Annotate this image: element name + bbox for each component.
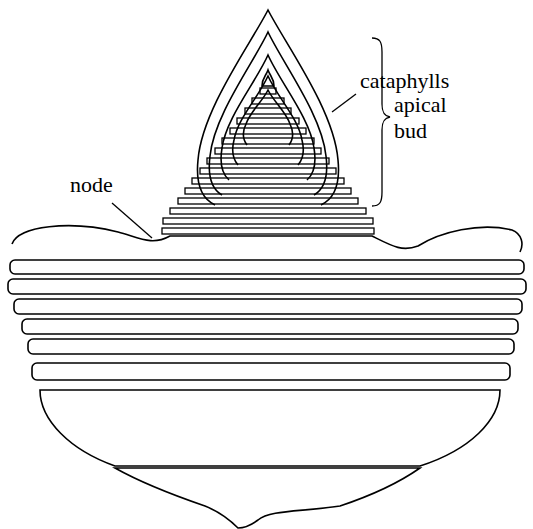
cataphyll bbox=[221, 55, 315, 180]
scale-band bbox=[8, 279, 526, 294]
scale-band bbox=[10, 260, 524, 274]
bulb-base bbox=[40, 390, 500, 466]
cataphyll bbox=[244, 90, 293, 145]
part-label: apical bud bbox=[394, 92, 464, 144]
leader-line bbox=[112, 203, 152, 238]
cataphyll bbox=[198, 10, 339, 205]
bracket bbox=[372, 38, 390, 206]
bud-plates bbox=[162, 88, 374, 234]
scale-band bbox=[28, 339, 514, 354]
leader-line bbox=[332, 94, 356, 112]
scale-band bbox=[22, 319, 518, 334]
scale-band bbox=[32, 363, 510, 380]
cataphyll bbox=[233, 76, 303, 165]
bulb-outline bbox=[12, 226, 522, 252]
cataphyll bbox=[209, 32, 326, 195]
basal-plate bbox=[115, 468, 420, 528]
part-label: node bbox=[70, 172, 130, 198]
scale-band bbox=[14, 299, 522, 314]
part-label: cataphylls bbox=[360, 68, 470, 94]
